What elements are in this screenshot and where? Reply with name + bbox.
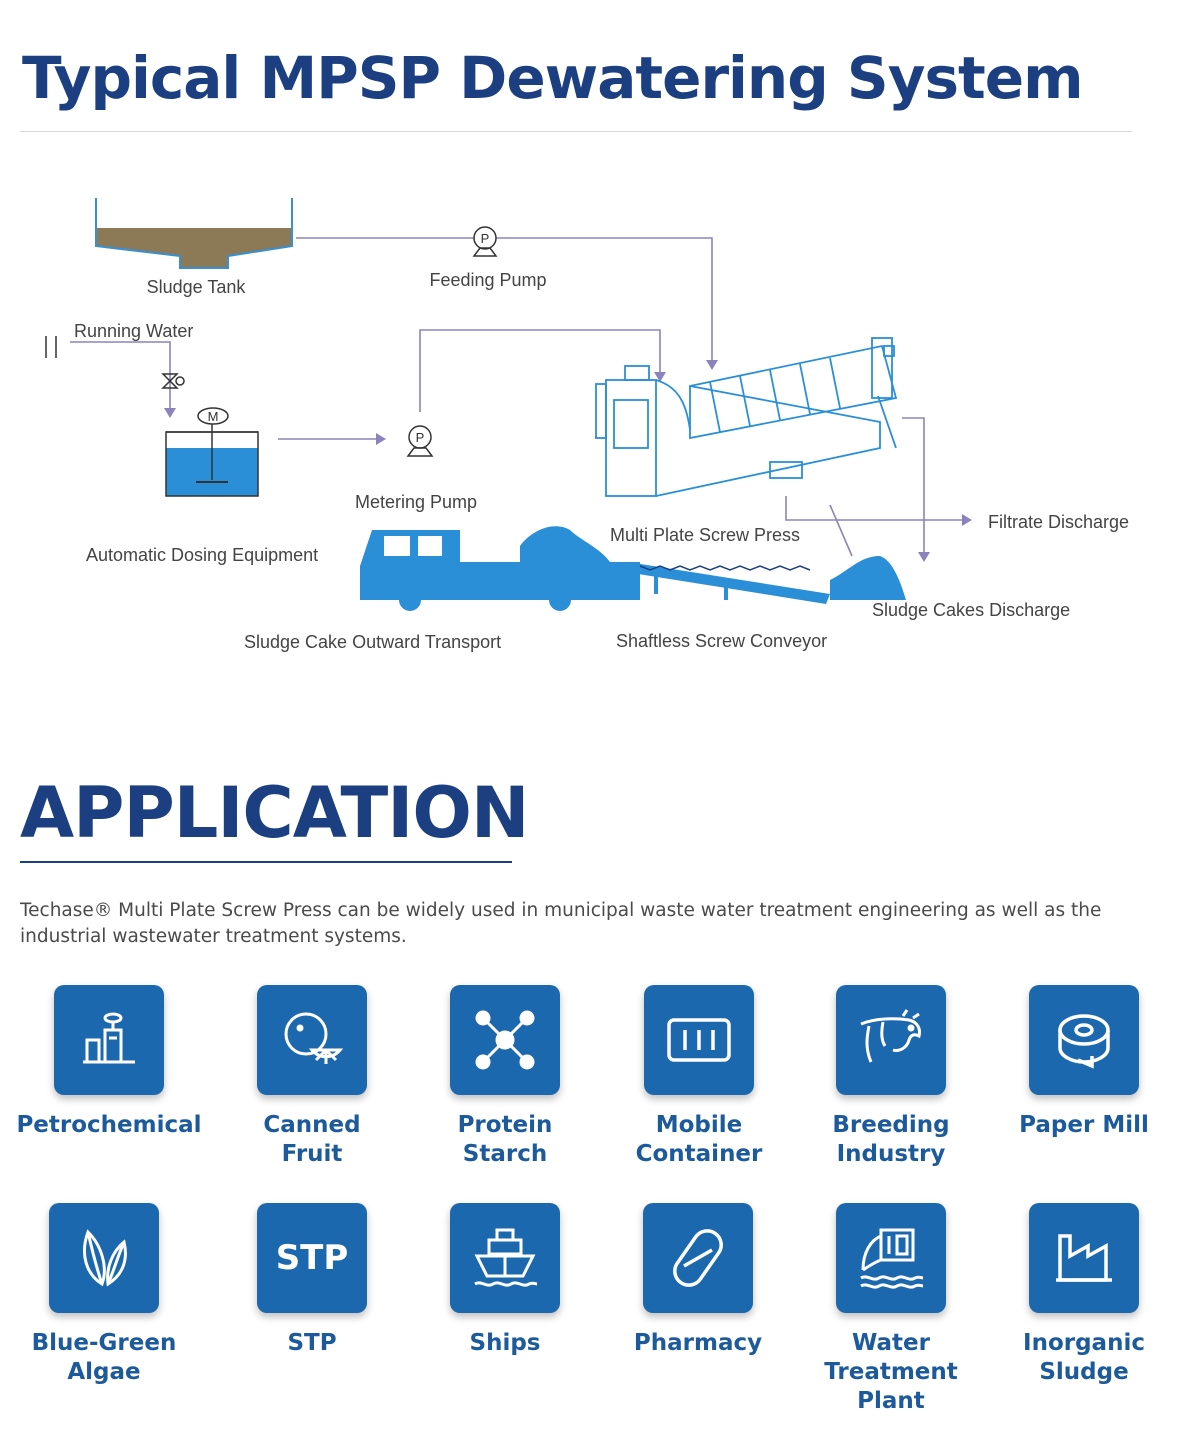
label-dosing: Automatic Dosing Equipment [86, 545, 318, 565]
cake-pipe [902, 417, 925, 552]
molecule-icon [475, 1010, 535, 1070]
container-icon [667, 1018, 731, 1062]
transport-truck [360, 526, 640, 611]
application-underline [20, 861, 512, 863]
stp-icon: STP [257, 1203, 367, 1313]
label-sludge-tank: Sludge Tank [147, 277, 247, 297]
app-paper-mill: Paper Mill [984, 985, 1184, 1140]
pill-icon [673, 1229, 723, 1287]
label-feeding-pump: Feeding Pump [429, 270, 546, 290]
svg-text:M: M [208, 409, 219, 424]
paper-roll-icon [1058, 1014, 1110, 1069]
application-title: APPLICATION [20, 772, 529, 854]
app-canned-fruit: Canned Fruit [212, 985, 412, 1169]
svg-text:P: P [481, 231, 490, 246]
page-title: Typical MPSP Dewatering System [22, 44, 1084, 112]
app-ships: Ships [405, 1203, 605, 1358]
metering-pump [406, 425, 434, 457]
screw-press [595, 337, 898, 497]
app-water-treatment-plant: Water Treatment Plant [791, 1203, 991, 1416]
app-protein-starch: Protein Starch [405, 985, 605, 1169]
label-metering-pump: Metering Pump [355, 492, 477, 512]
label-conveyor: Shaftless Screw Conveyor [616, 631, 827, 651]
label-transport: Sludge Cake Outward Transport [244, 632, 501, 652]
feed-pipe [296, 237, 713, 360]
metering-pipe [419, 329, 661, 412]
screw-conveyor [626, 556, 906, 604]
ship-icon [474, 1228, 538, 1287]
feeding-pump [472, 226, 498, 257]
sludge-tank [95, 198, 293, 269]
water-valve [45, 336, 185, 389]
app-blue-green-algae: Blue-Green Algae [4, 1203, 204, 1387]
app-inorganic-sludge: Inorganic Sludge [984, 1203, 1184, 1387]
label-cakes: Sludge Cakes Discharge [872, 600, 1070, 620]
filtrate-pipe [785, 496, 962, 521]
svg-text:P: P [416, 430, 425, 445]
label-press: Multi Plate Screw Press [610, 525, 800, 545]
application-description: Techase® Multi Plate Screw Press can be … [20, 900, 1102, 947]
leaves-icon [83, 1229, 127, 1287]
app-mobile-container: Mobile Container [599, 985, 799, 1169]
water-plant-icon [860, 1228, 924, 1289]
water-pipe [70, 341, 171, 408]
app-stp: STP STP [212, 1203, 412, 1358]
label-running-water: Running Water [74, 321, 193, 341]
app-pharmacy: Pharmacy [598, 1203, 798, 1358]
title-divider [20, 131, 1132, 132]
petrochemical-icon [83, 1012, 135, 1064]
dewatering-diagram: P M P [0, 140, 1199, 700]
app-breeding-industry: Breeding Industry [791, 985, 991, 1169]
label-filtrate: Filtrate Discharge [988, 512, 1129, 532]
dosing-tank [165, 407, 259, 497]
cow-icon [860, 1009, 921, 1063]
fruit-icon [284, 1012, 344, 1064]
factory-icon [1056, 1234, 1112, 1282]
app-petrochemical: Petrochemical [9, 985, 209, 1140]
